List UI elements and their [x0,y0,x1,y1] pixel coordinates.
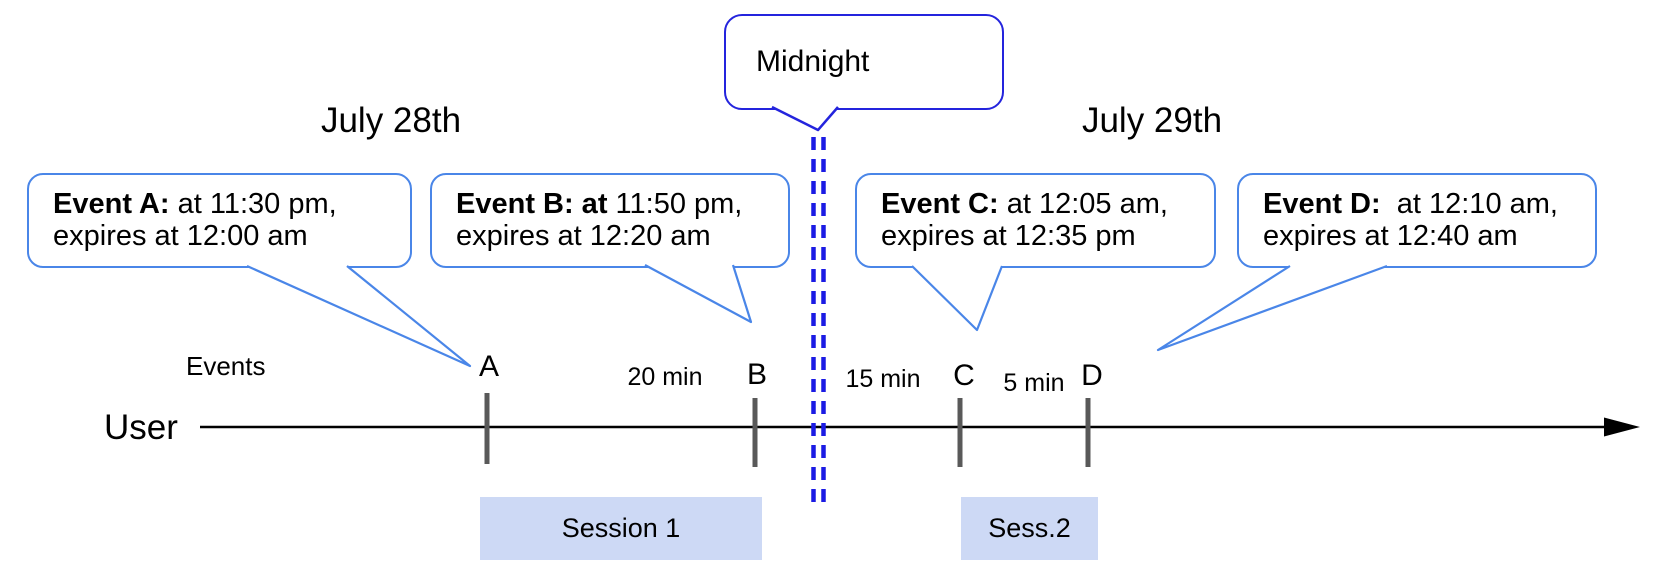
interval-5min-label: 5 min [1003,369,1065,397]
callout-event-b: Event B: at 11:50 pm, expires at 12:20 a… [430,173,790,268]
session-2-label: Sess.2 [988,513,1071,543]
callout-event-c-line2: expires at 12:35 pm [881,220,1136,252]
session-2-bar: Sess.2 [961,497,1098,560]
marker-label-b: B [746,358,767,391]
callout-event-c-line1: Event C: at 12:05 am, [881,188,1168,220]
timeline-arrowhead [1604,417,1640,437]
user-axis-label: User [104,408,178,447]
callout-event-d-line2: expires at 12:40 am [1263,220,1518,252]
day-title-july-28: July 28th [320,101,462,140]
midnight-callout: Midnight [724,14,1004,110]
callout-event-a: Event A: at 11:30 pm, expires at 12:00 a… [27,173,412,268]
interval-15min-label: 15 min [845,365,921,393]
midnight-label: Midnight [756,45,870,78]
callout-event-c: Event C: at 12:05 am, expires at 12:35 p… [855,173,1216,268]
marker-label-a: A [478,350,499,383]
callout-c-tail [911,265,1004,332]
callout-event-a-line1: Event A: at 11:30 pm, [53,188,337,220]
callout-event-b-line2: expires at 12:20 am [456,220,711,252]
session-1-label: Session 1 [561,513,681,543]
callout-event-d: Event D: at 12:10 am, expires at 12:40 a… [1237,173,1597,268]
session-1-bar: Session 1 [480,497,762,560]
callout-event-b-line1: Event B: at 11:50 pm, [456,188,743,220]
events-axis-label: Events [186,351,266,381]
callout-event-d-line1: Event D: at 12:10 am, [1263,188,1558,220]
callout-b-tail [644,264,753,324]
interval-20min-label: 20 min [627,363,703,391]
midnight-callout-tail [771,105,839,132]
callout-event-a-line2: expires at 12:00 am [53,220,308,252]
day-title-july-29: July 29th [1081,101,1223,140]
marker-label-d: D [1081,359,1103,392]
callout-a-tail [246,264,472,368]
callout-d-tail [1156,264,1388,352]
marker-label-c: C [953,359,975,392]
